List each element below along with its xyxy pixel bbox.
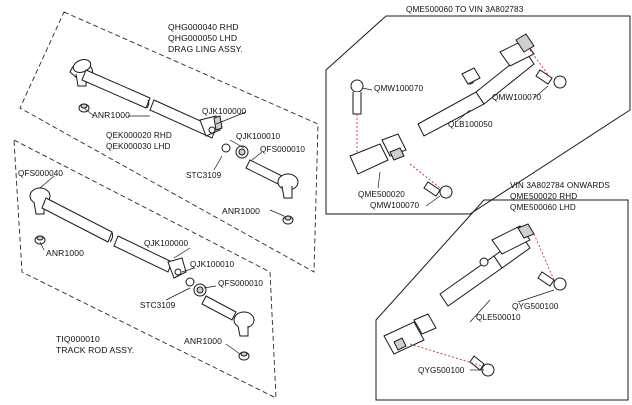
upper-column-qlb-label: QLB100050: [448, 120, 493, 129]
lower-column-frame: [375, 199, 629, 401]
drag-link-assembly-title: QHG000040 RHD QHG000050 LHD DRAG LING AS…: [168, 22, 243, 55]
drag-link-qek-lhd: QEK000030 LHD: [106, 142, 171, 151]
upper-column-parts: [349, 33, 567, 199]
upper-column-qmw-upper-label: QMW100070: [374, 84, 424, 93]
lower-column-title: VIN 3A802784 ONWARDS QME500020 RHD QME50…: [510, 180, 610, 213]
drag-link-anr-right-label: ANR1000: [222, 206, 260, 216]
track-rod-title-part: TIQ000010: [56, 334, 100, 344]
track-rod-qfs-left-label: QFS000040: [18, 169, 64, 178]
lower-column-qyg-right-label: QYG500100: [512, 302, 559, 311]
drag-link-qek-labels: QEK000020 RHD QEK000030 LHD: [106, 130, 172, 152]
leader-lines: [39, 85, 555, 371]
upper-column-qme-label: QME500020: [358, 190, 405, 199]
drag-link-stc-label: STC3109: [186, 171, 222, 180]
track-rod-dashed-frame: [13, 139, 277, 399]
assembly-lines: [356, 49, 555, 367]
track-rod-anr-left-label: ANR1000: [46, 248, 84, 258]
upper-column-qmw-lower-label: QMW100070: [370, 201, 420, 210]
drag-link-title-lhd: QHG000050 LHD: [168, 33, 238, 43]
track-rod-anr-right-label: ANR1000: [184, 336, 222, 346]
drag-link-dashed-frame: [19, 11, 319, 273]
drag-link-title-rhd: QHG000040 RHD: [168, 22, 239, 32]
lower-column-qyg-lower-label: QYG500100: [418, 366, 465, 375]
lower-column-title-lhd: QME500060 LHD: [510, 203, 576, 212]
drag-link-qjk10-label: QJK100010: [236, 132, 281, 141]
drag-link-qfs-label: QFS000010: [260, 145, 306, 154]
drag-link-title-name: DRAG LING ASSY.: [168, 44, 243, 54]
lower-column-parts: [383, 223, 567, 377]
upper-column-title: QME500060 TO VIN 3A802783: [406, 5, 524, 14]
lower-column-title-vin: VIN 3A802784 ONWARDS: [510, 181, 610, 190]
track-rod-stc-label: STC3109: [140, 301, 176, 310]
lower-column-title-rhd: QME500020 RHD: [510, 192, 578, 201]
drag-link-qjk-label: QJK100000: [202, 107, 247, 116]
lower-column-qle-label: QLE500010: [476, 313, 521, 322]
track-rod-qfs-label: QFS000010: [218, 279, 264, 288]
upper-column-qmw-right-label: QMW100070: [492, 93, 542, 102]
drag-link-anr-left-label: ANR1000: [92, 110, 130, 120]
track-rod-qjk10-label: QJK100010: [190, 260, 235, 269]
track-rod-parts: [29, 187, 255, 361]
upper-column-frame: [325, 15, 631, 215]
track-rod-qjk-label: QJK100000: [144, 239, 189, 248]
track-rod-title-name: TRACK ROD ASSY.: [56, 345, 135, 355]
drag-link-qek-rhd: QEK000020 RHD: [106, 131, 172, 140]
track-rod-assembly-title: TIQ000010 TRACK ROD ASSY.: [56, 334, 134, 356]
